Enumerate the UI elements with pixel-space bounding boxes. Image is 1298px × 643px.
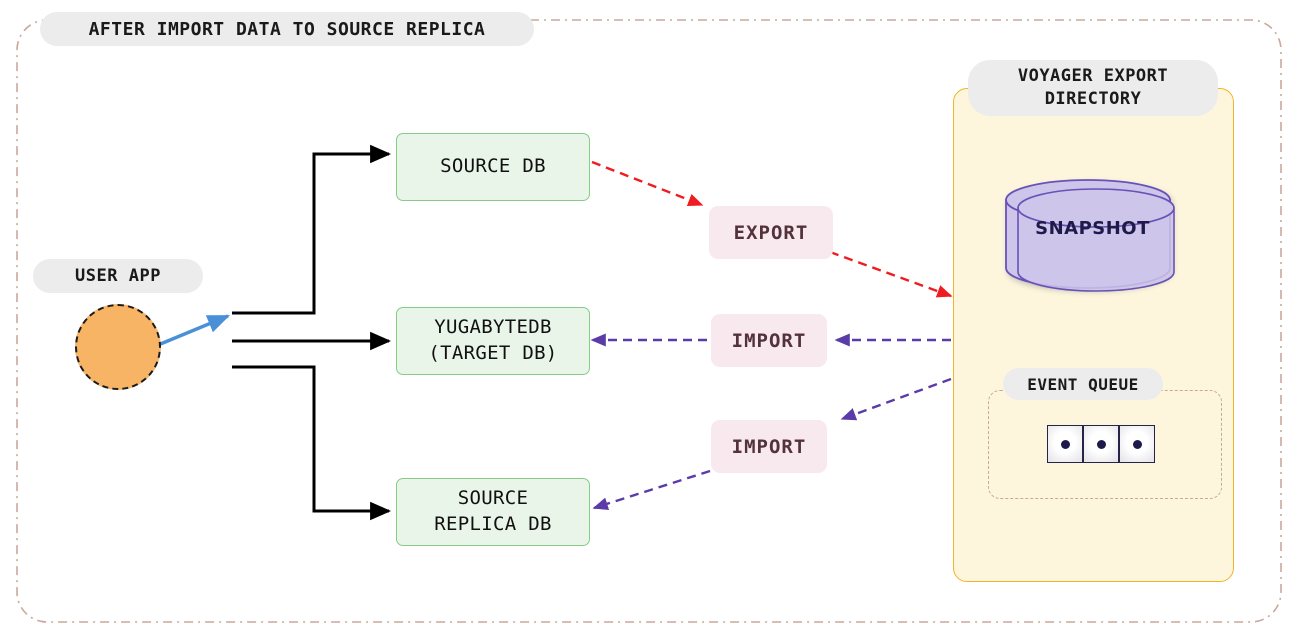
yugabytedb-label-line1: YUGABYTEDB xyxy=(434,316,552,339)
event-queue-cell xyxy=(1047,425,1083,463)
snapshot-node[interactable]: SNAPSHOT xyxy=(1000,178,1185,293)
import-target-label[interactable]: IMPORT xyxy=(711,314,827,367)
user-app-label: USER APP xyxy=(33,259,203,293)
import-replica-arrow-segment-1 xyxy=(840,377,952,421)
connector-to-source-db xyxy=(232,144,392,315)
connector-to-source-replica-db xyxy=(232,365,392,521)
event-dot-icon xyxy=(1096,439,1106,449)
voyager-export-directory-panel xyxy=(953,88,1234,582)
import-replica-label[interactable]: IMPORT xyxy=(711,420,827,473)
export-label[interactable]: EXPORT xyxy=(709,206,833,259)
yugabytedb-label-line2: (TARGET DB) xyxy=(428,342,558,364)
event-dot-icon xyxy=(1060,439,1070,449)
outer-boundary xyxy=(16,19,1282,623)
event-queue-label: EVENT QUEUE xyxy=(1003,368,1163,400)
voyager-export-directory-label: VOYAGER EXPORT DIRECTORY xyxy=(968,60,1218,116)
snapshot-label: SNAPSHOT xyxy=(1035,218,1150,239)
source-replica-label-line2: REPLICA DB xyxy=(434,513,552,535)
export-arrow-segment-1 xyxy=(591,160,704,207)
event-queue-cell xyxy=(1083,425,1119,463)
snapshot-cylinder-icon xyxy=(1005,179,1175,292)
export-arrow-segment-2 xyxy=(829,250,953,298)
voyager-title-line1: VOYAGER EXPORT xyxy=(1017,66,1169,87)
source-db-label: SOURCE DB xyxy=(440,155,546,178)
import-replica-arrow-segment-2 xyxy=(592,469,711,510)
event-queue-cell xyxy=(1119,425,1155,463)
source-replica-label-line1: SOURCE xyxy=(457,487,529,510)
user-app-node[interactable] xyxy=(75,304,161,390)
event-queue-cells xyxy=(1047,425,1157,463)
page-title: AFTER IMPORT DATA TO SOURCE REPLICA xyxy=(40,12,534,46)
source-db-box[interactable]: SOURCE DB xyxy=(396,133,590,201)
event-dot-icon xyxy=(1132,439,1142,449)
userapp-connector xyxy=(157,314,231,347)
yugabytedb-target-box[interactable]: YUGABYTEDB (TARGET DB) xyxy=(396,307,590,375)
source-replica-db-box[interactable]: SOURCE REPLICA DB xyxy=(396,478,590,546)
voyager-title-line2: DIRECTORY xyxy=(1044,89,1142,109)
